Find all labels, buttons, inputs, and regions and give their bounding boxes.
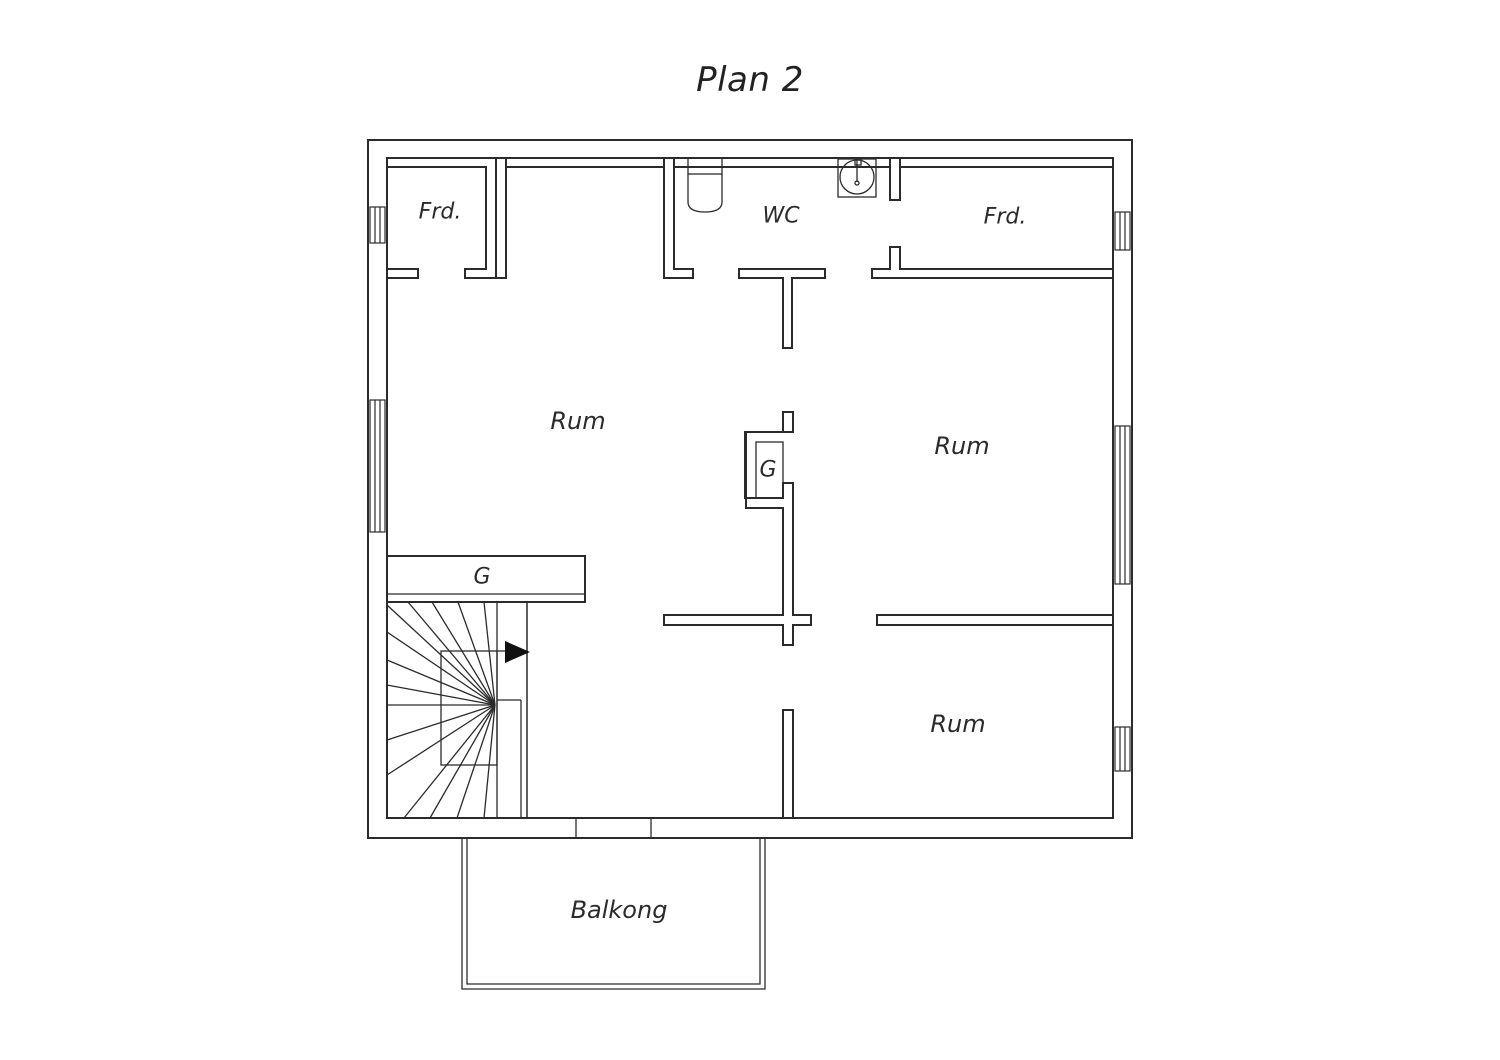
- wall-frd-right-top: [899, 157, 1114, 168]
- label-balkong: Balkong: [570, 896, 668, 924]
- label-g-counter: G: [473, 564, 491, 590]
- toilet-icon: [687, 157, 723, 213]
- wall-wc-right: [871, 157, 1114, 279]
- label-g-chimney: G: [759, 457, 777, 483]
- chimney-flue: [755, 441, 784, 499]
- staircase: [386, 601, 528, 819]
- window-frd-right: [1114, 211, 1131, 251]
- chimney-wall: [663, 411, 812, 646]
- label-frd-right: Frd.: [983, 204, 1027, 230]
- balcony-railing: [461, 838, 766, 990]
- label-rum-bottom: Rum: [930, 710, 986, 738]
- label-wc: WC: [762, 203, 800, 229]
- wall-frd-rum: [495, 157, 507, 279]
- plan-title: Plan 2: [696, 60, 804, 100]
- window-rum-left: [369, 399, 386, 533]
- wall-wc-left: [505, 157, 694, 279]
- door-opening-bottom: [577, 819, 650, 837]
- label-rum-left: Rum: [550, 407, 606, 435]
- window-rum-right: [1114, 425, 1131, 585]
- stair-arrow-icon: [505, 641, 530, 663]
- outer-wall: [367, 139, 1133, 839]
- wall-t-under-wc: [738, 268, 826, 349]
- wall-rum-rum: [876, 614, 1114, 626]
- label-rum-right: Rum: [934, 432, 990, 460]
- label-frd-left: Frd.: [418, 199, 462, 225]
- wall-rum-bottom-left: [782, 709, 794, 819]
- window-frd-left: [369, 206, 386, 244]
- sink-icon: [837, 158, 877, 198]
- window-rum-bottom-right: [1114, 726, 1131, 772]
